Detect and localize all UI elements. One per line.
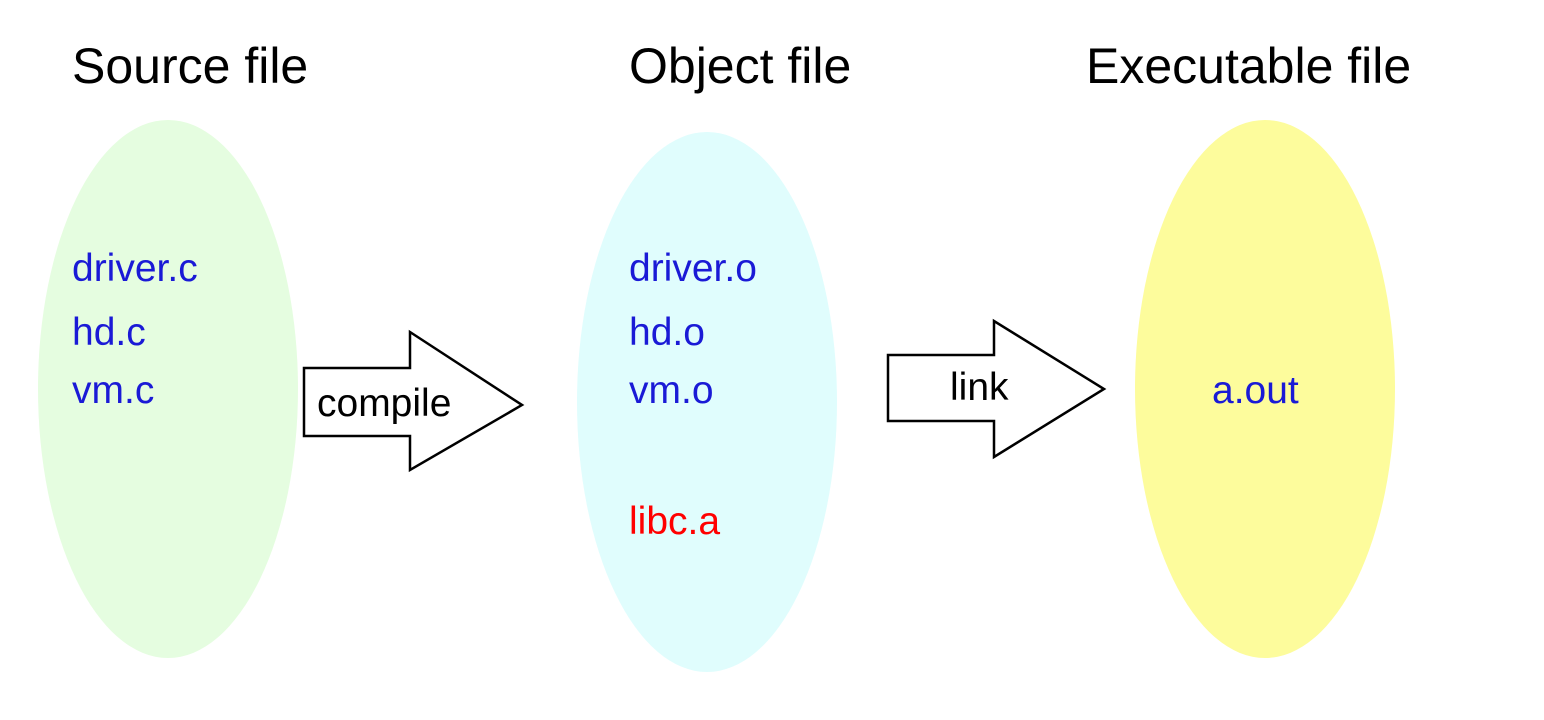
executable-file-ellipse — [1135, 120, 1395, 658]
object-file-heading: Object file — [629, 38, 852, 94]
executable-file-heading: Executable file — [1086, 38, 1412, 94]
executable-file-aout: a.out — [1212, 369, 1299, 412]
link-arrow-label: link — [950, 366, 1009, 409]
object-file-hd: hd.o — [629, 311, 705, 354]
source-file-vm: vm.c — [72, 369, 155, 412]
compile-arrow-label: compile — [317, 382, 452, 425]
link-arrow — [886, 318, 1107, 460]
object-file-vm: vm.o — [629, 369, 714, 412]
library-file-libc: libc.a — [629, 500, 721, 543]
source-file-ellipse — [38, 120, 298, 658]
object-file-ellipse — [577, 132, 837, 672]
compile-arrow — [302, 329, 525, 473]
object-file-driver: driver.o — [629, 247, 757, 290]
source-file-driver: driver.c — [72, 247, 198, 290]
source-file-hd: hd.c — [72, 311, 146, 354]
source-file-heading: Source file — [72, 38, 309, 94]
